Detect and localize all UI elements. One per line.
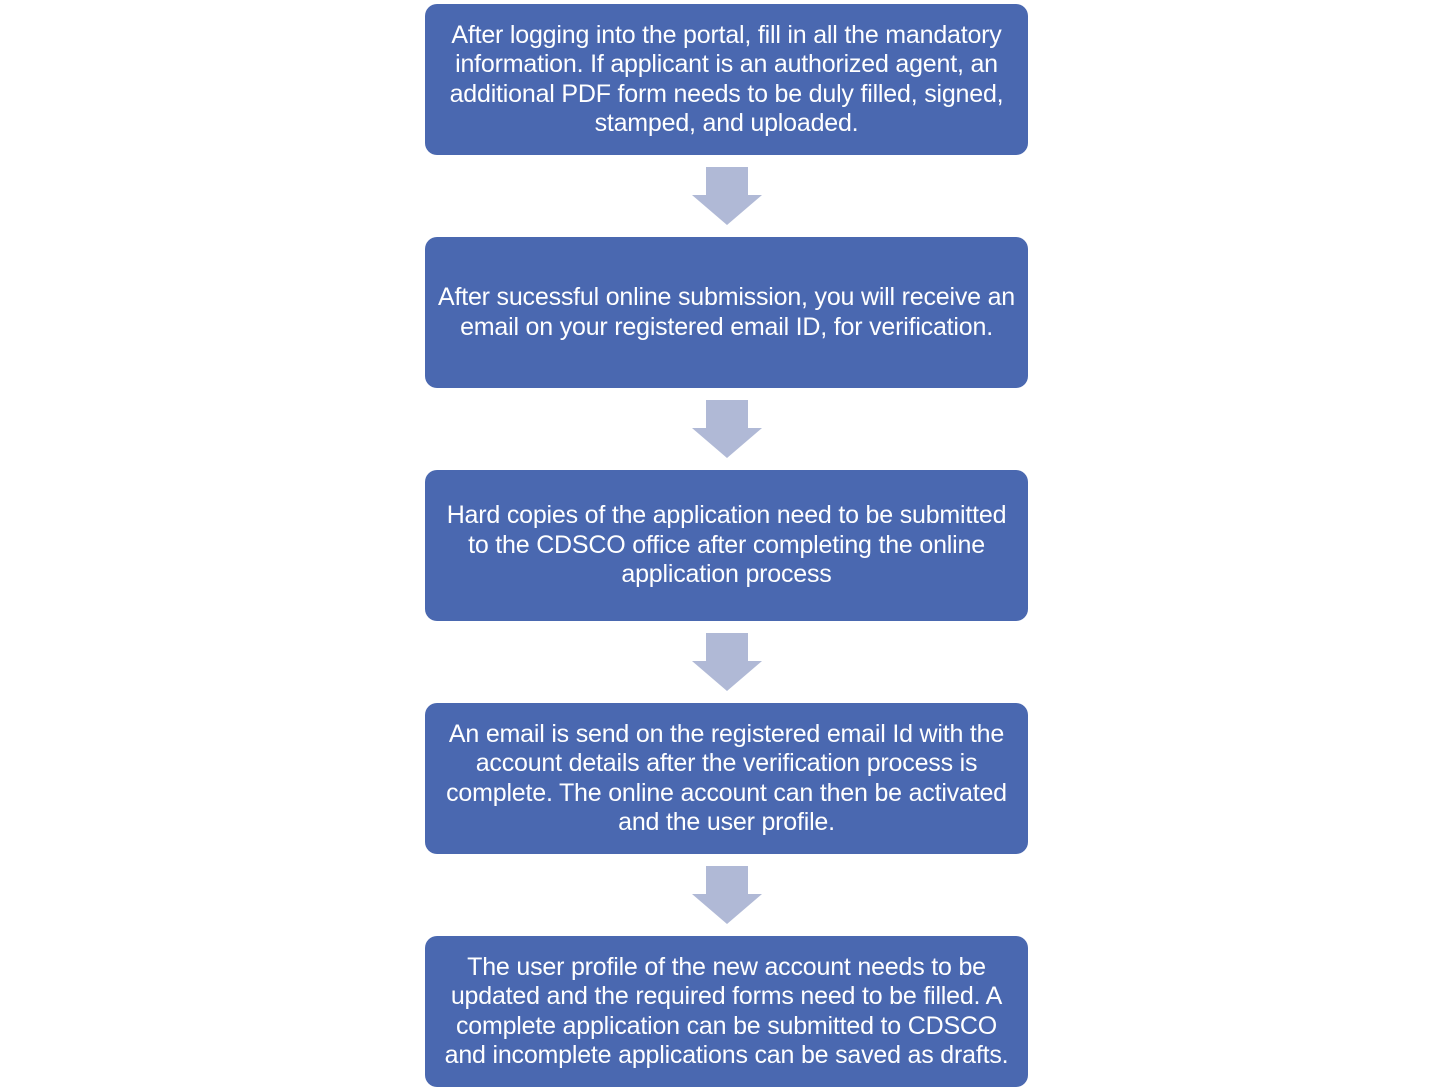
- step-text-5: The user profile of the new account need…: [444, 952, 1009, 1070]
- down-arrow-icon: [692, 866, 762, 924]
- step-box-5: The user profile of the new account need…: [425, 936, 1028, 1087]
- down-arrow-icon: [692, 167, 762, 225]
- step-box-1: After logging into the portal, fill in a…: [425, 4, 1028, 155]
- step-text-1: After logging into the portal, fill in a…: [449, 20, 1004, 138]
- step-box-2: After sucessful online submission, you w…: [425, 237, 1028, 388]
- step-text-3: Hard copies of the application need to b…: [446, 501, 1007, 589]
- down-arrow-icon: [692, 400, 762, 458]
- down-arrow-icon: [692, 633, 762, 691]
- step-text-4: An email is send on the registered email…: [446, 719, 1007, 837]
- step-box-3: Hard copies of the application need to b…: [425, 470, 1028, 621]
- step-text-2: After sucessful online submission, you w…: [438, 283, 1015, 341]
- step-box-4: An email is send on the registered email…: [425, 703, 1028, 854]
